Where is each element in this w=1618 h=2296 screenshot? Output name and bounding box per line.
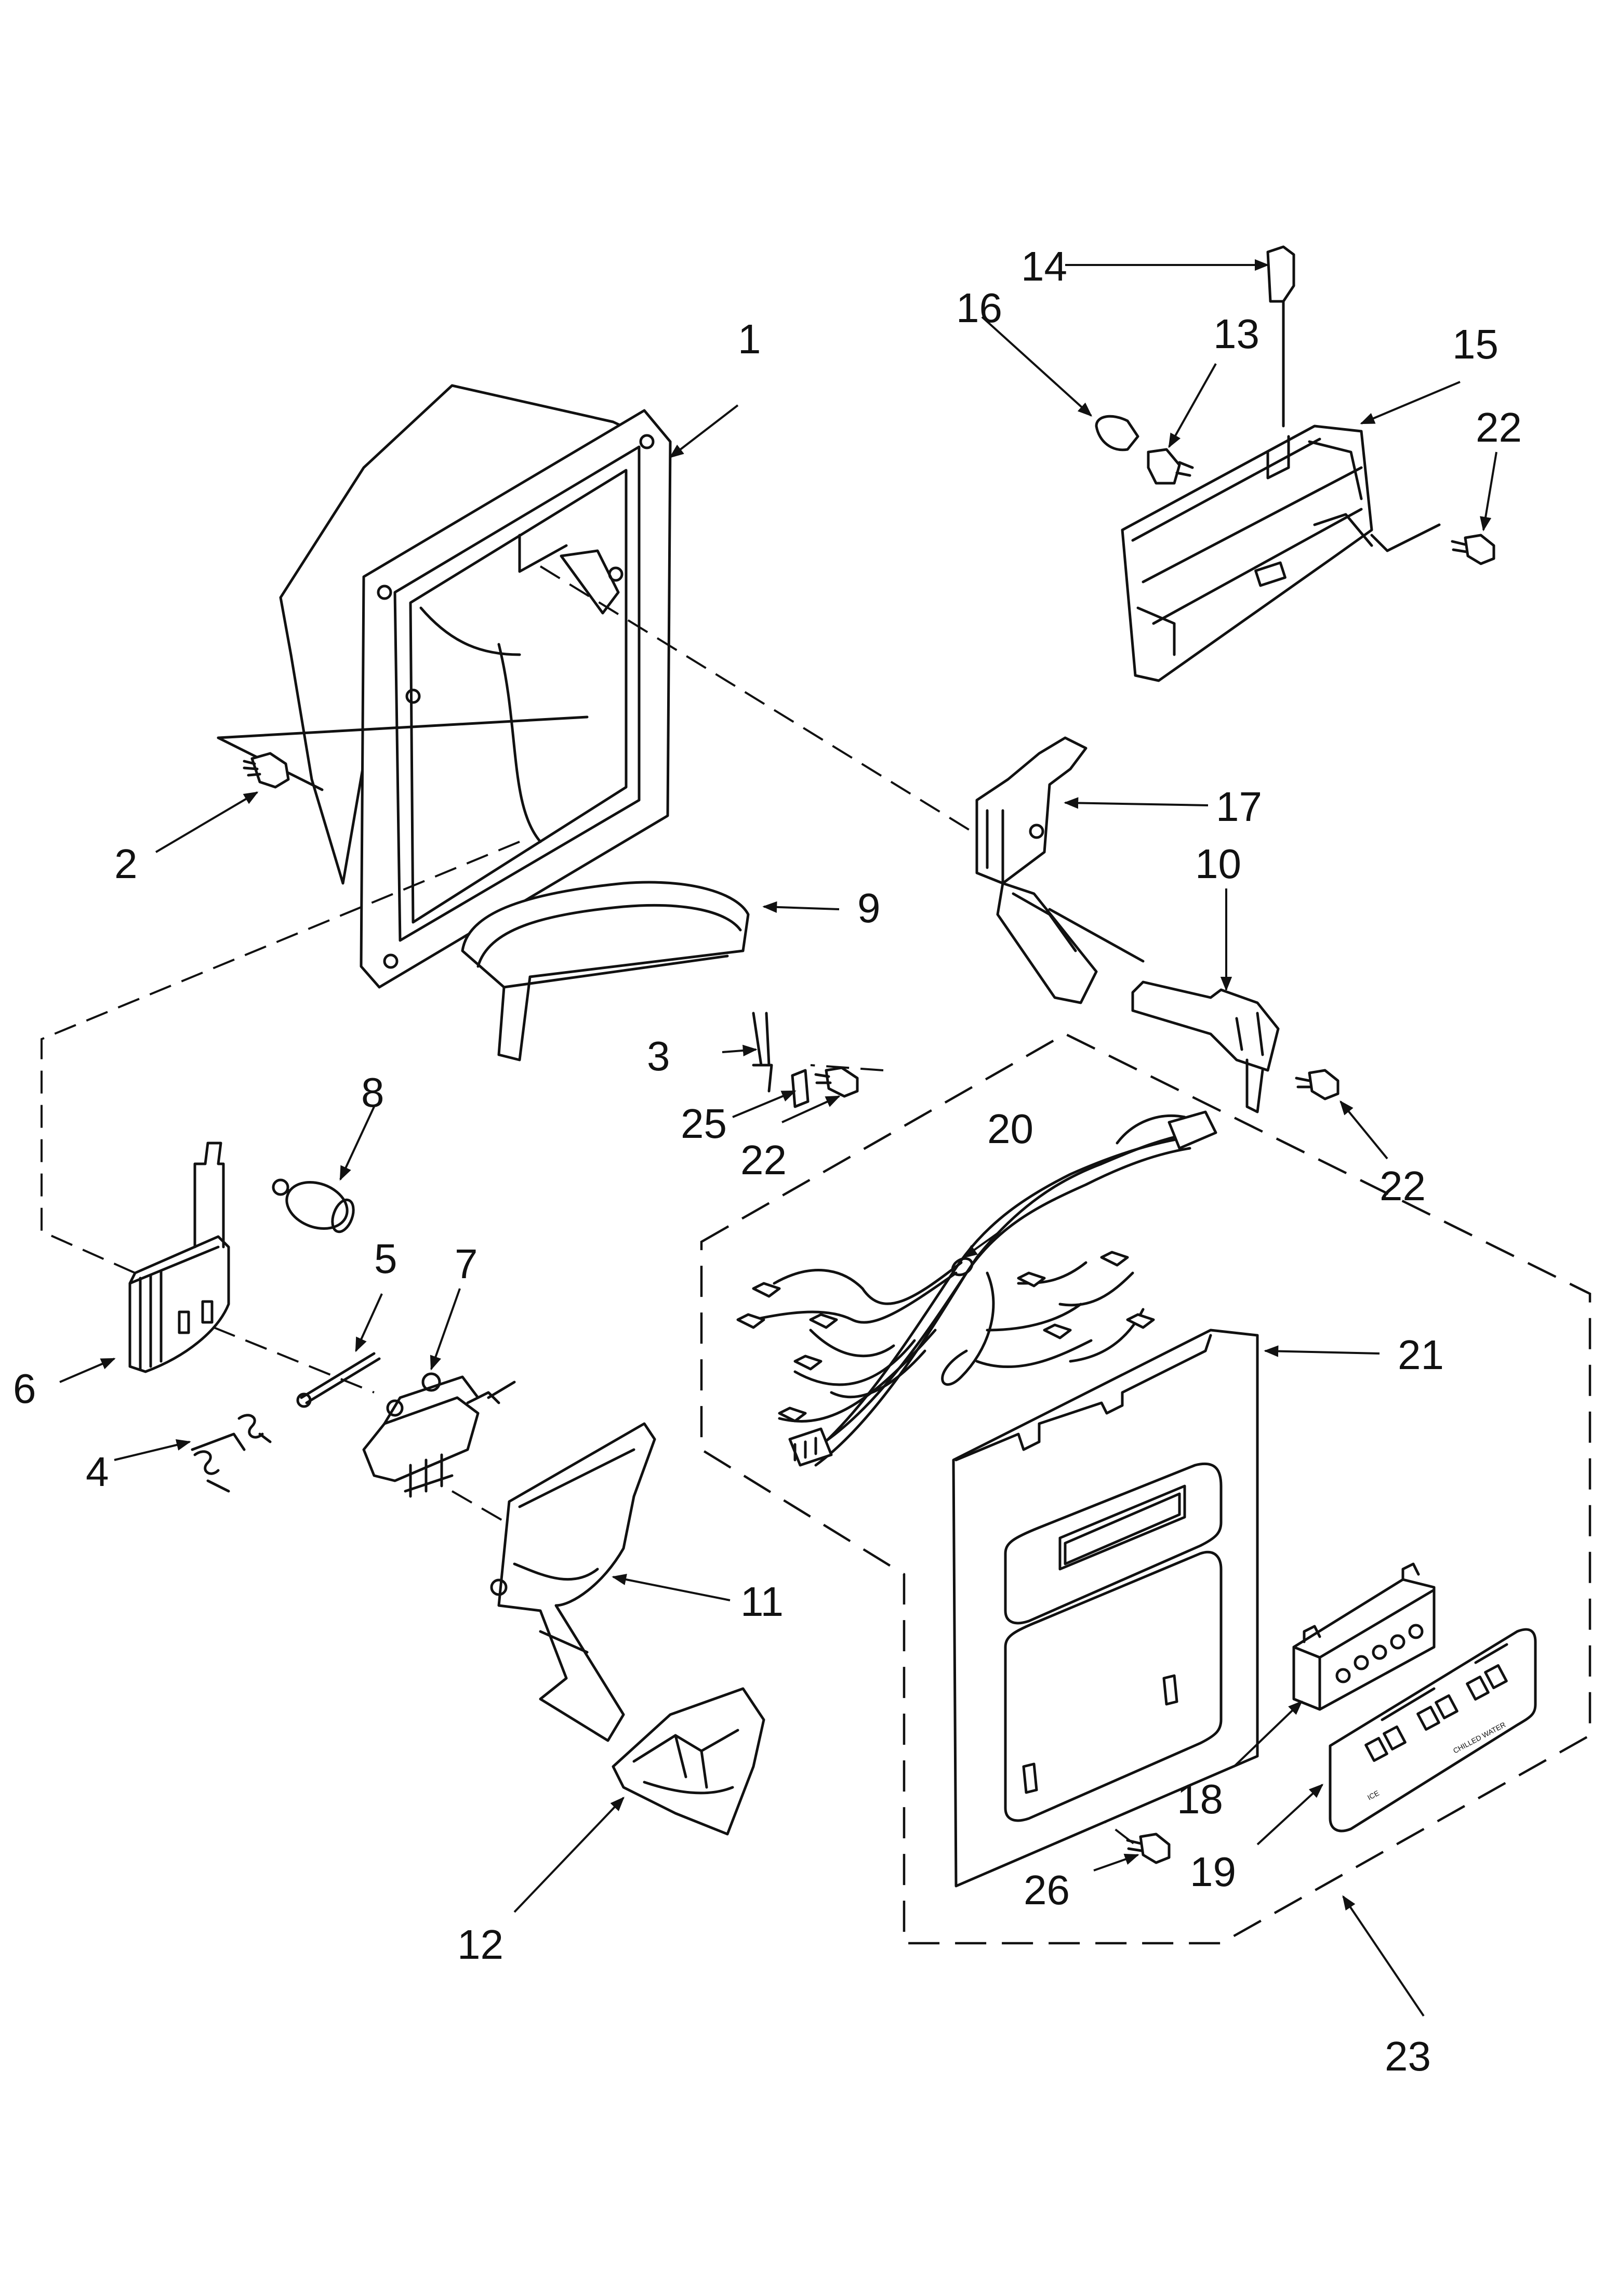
part-10-lever: [1131, 980, 1280, 1113]
part-8-solenoid: [272, 1178, 355, 1233]
callout-6: 6: [13, 1365, 36, 1412]
part-25-clip: [791, 1069, 810, 1108]
part-26-screw: [1126, 1833, 1171, 1864]
part-22-screw-right: [1295, 1069, 1340, 1100]
callout-17: 17: [1216, 784, 1262, 830]
callout-10: 10: [1195, 841, 1241, 887]
part-3-clip: [752, 1012, 773, 1093]
callout-14: 14: [1021, 243, 1067, 289]
leader-lines: [59, 259, 1497, 2017]
part-22-screw-top: [1386, 523, 1495, 565]
callout-5: 5: [374, 1236, 397, 1282]
part-15-switch-housing: [1121, 424, 1389, 682]
callout-1: 1: [738, 316, 761, 362]
part-12-ice-chute: [612, 1687, 765, 1836]
part-22-screw-center: [814, 1066, 859, 1098]
guide-line-frame-to-screw: [810, 1064, 884, 1071]
part-6-module: [128, 1142, 230, 1373]
callout-22-top: 22: [1476, 404, 1522, 450]
guide-line-housing-to-module: [41, 841, 520, 1274]
part-18-switch-block: [1292, 1562, 1436, 1711]
callout-labels: 1 2 3 4 5 6 7 8 9 10 11 12 13 14 15 16 1…: [13, 243, 1522, 2079]
callout-16: 16: [956, 285, 1002, 331]
callout-8: 8: [361, 1069, 384, 1116]
callout-2: 2: [114, 841, 138, 887]
callout-23: 23: [1385, 2033, 1431, 2079]
part-1-dispenser-housing: [217, 384, 672, 989]
part-16-bulb: [1095, 415, 1139, 452]
callout-9: 9: [857, 885, 881, 931]
part-11-actuator-arm: [490, 1422, 656, 1742]
guide-line-frame-to-switch: [539, 565, 973, 832]
callout-26: 26: [1024, 1867, 1070, 1913]
part-19-control-panel: ICE CHILLED WATER: [1329, 1628, 1537, 1833]
callout-20: 20: [987, 1106, 1033, 1152]
part-4-springs: [191, 1414, 272, 1493]
part-17-lever: [975, 736, 1145, 1004]
part-13-socket: [1147, 448, 1194, 485]
callout-21: 21: [1398, 1332, 1444, 1378]
part-2-screw: [243, 752, 290, 789]
part-7-actuator: [362, 1372, 516, 1498]
callout-4: 4: [86, 1449, 109, 1495]
assembly-23-outline: [700, 1032, 1592, 1945]
callout-22-center: 22: [740, 1137, 787, 1183]
part-5-pin: [296, 1352, 381, 1408]
callout-18: 18: [1177, 1776, 1223, 1822]
part-9-trim: [461, 881, 750, 1061]
part-20-wire-harness: [736, 1110, 1217, 1467]
callout-13: 13: [1213, 311, 1259, 357]
callout-25: 25: [681, 1100, 727, 1147]
callout-7: 7: [455, 1241, 478, 1287]
callout-19: 19: [1190, 1849, 1236, 1895]
callout-11: 11: [740, 1578, 784, 1625]
callout-12: 12: [457, 1921, 503, 1968]
callout-15: 15: [1452, 321, 1498, 367]
part-21-front-panel: [952, 1329, 1259, 1888]
part-14-connector: [1266, 245, 1295, 428]
callout-3: 3: [647, 1033, 670, 1079]
callout-22-right: 22: [1380, 1163, 1426, 1209]
guide-line-actuator: [451, 1490, 552, 1549]
